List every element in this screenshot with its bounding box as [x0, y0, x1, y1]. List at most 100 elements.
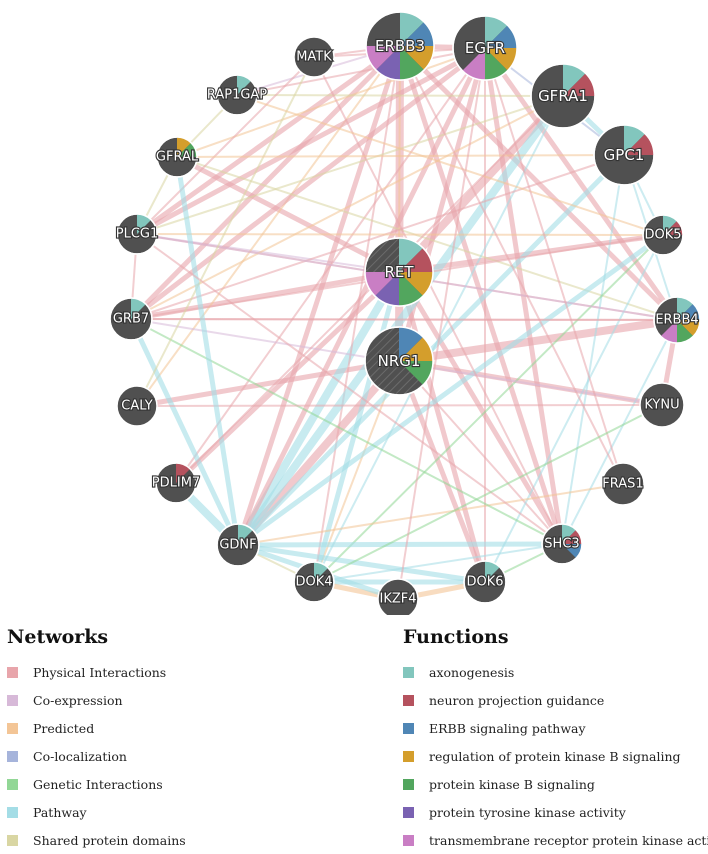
legend-item-predicted[interactable]: Predicted — [7, 714, 186, 742]
edge-erbb4-shc3[interactable] — [561, 319, 678, 545]
edge-nrg1-shc3[interactable] — [398, 360, 563, 545]
node-dok6[interactable]: DOK6 — [463, 560, 507, 604]
edge-erbb3-grb7[interactable] — [128, 43, 403, 322]
node-function-sector — [375, 46, 400, 81]
edge-gdnf-grb7[interactable] — [128, 316, 241, 548]
edge-gfra1-plcg1[interactable] — [136, 95, 564, 235]
edge-dok5-dok6[interactable] — [484, 234, 664, 583]
node-gdnf[interactable]: GDNF — [216, 523, 260, 567]
node-label: DOK4 — [295, 575, 332, 590]
legend-item-genetic-interactions[interactable]: Genetic Interactions — [7, 770, 186, 798]
node-matk[interactable]: MATK — [293, 36, 335, 78]
edge-fras1-egfr[interactable] — [484, 47, 624, 485]
legend-item-physical-interactions[interactable]: Physical Interactions — [7, 658, 186, 686]
node-circle — [601, 462, 645, 506]
edge-gpc1-grb7[interactable] — [130, 154, 625, 320]
node-egfr[interactable]: EGFR — [452, 15, 518, 81]
legend-item-transmembrane-receptor-kinase-activity[interactable]: transmembrane receptor protein kinase ac… — [403, 826, 708, 854]
edge-matk-shc3[interactable] — [313, 56, 563, 545]
edge-rap1gap-dok5[interactable] — [236, 94, 664, 236]
legend-item-erbb-signaling-pathway[interactable]: ERBB signaling pathway — [403, 714, 708, 742]
edge-dok5-plcg1[interactable] — [136, 233, 664, 236]
edge-gfra1-rap1gap[interactable] — [236, 94, 564, 97]
node-fras1[interactable]: FRAS1 — [601, 462, 645, 506]
node-function-sector — [660, 320, 677, 343]
node-erbb3[interactable]: ERBB3 — [365, 11, 435, 81]
legend-item-shared-protein-domains[interactable]: Shared protein domains — [7, 826, 186, 854]
edge-gfral-gpc1[interactable] — [176, 154, 625, 158]
node-erbb4[interactable]: ERBB4 — [653, 296, 701, 344]
edge-grb7-erbb4[interactable] — [130, 318, 678, 321]
node-function-sector — [563, 73, 595, 96]
edge-dok6-gdnf[interactable] — [235, 542, 488, 585]
edge-erbb3-plcg1[interactable] — [134, 43, 403, 237]
legend-item-pathway[interactable]: Pathway — [7, 798, 186, 826]
edge-egfr-rap1gap[interactable] — [236, 47, 486, 96]
edge-gdnf-fras1[interactable] — [237, 483, 624, 546]
node-shc3[interactable]: SHC3 — [541, 523, 583, 565]
edge-nrg1-caly[interactable] — [134, 358, 402, 409]
edge-ikzf4-egfr[interactable] — [397, 47, 486, 600]
edge-caly-matk[interactable] — [136, 56, 315, 407]
legend-label: Pathway — [33, 804, 87, 820]
node-nrg1[interactable]: NRG1 — [364, 326, 434, 396]
node-label: IKZF4 — [379, 592, 416, 607]
edge-layer — [128, 42, 681, 602]
legend-item-pkb-signaling[interactable]: protein kinase B signaling — [403, 770, 708, 798]
legend-label: Co-localization — [33, 748, 127, 764]
node-rap1gap[interactable]: RAP1GAP — [206, 74, 268, 116]
node-function-sector — [400, 46, 434, 71]
edge-erbb4-gfral[interactable] — [176, 156, 678, 321]
legend-item-co-expression[interactable]: Co-expression — [7, 686, 186, 714]
edge-dok4-shc3[interactable] — [313, 543, 563, 583]
node-label: ERBB4 — [655, 313, 698, 328]
node-outline — [653, 296, 701, 344]
node-circle — [377, 578, 419, 615]
edge-caly-kynu[interactable] — [136, 404, 663, 407]
edge-gfra1-gdnf[interactable] — [234, 92, 567, 549]
edge-ret-gfra1[interactable] — [395, 92, 567, 276]
edge-egfr-gfral[interactable] — [176, 47, 486, 158]
edge-gdnf-dok5[interactable] — [235, 232, 666, 548]
node-dok4[interactable]: DOK4 — [293, 561, 335, 603]
legend-label: regulation of protein kinase B signaling — [429, 748, 681, 764]
node-grb7[interactable]: GRB7 — [109, 297, 153, 341]
edge-gfral-gdnf[interactable] — [174, 154, 241, 548]
node-function-sector — [677, 303, 700, 320]
edge-fras1-erbb3[interactable] — [399, 45, 624, 485]
edge-erbb3-gdnf[interactable] — [235, 43, 403, 548]
edge-egfr-erbb4[interactable] — [482, 45, 680, 323]
node-ikzf4[interactable]: IKZF4 — [377, 578, 419, 615]
edge-erbb3-dok4[interactable] — [313, 45, 401, 583]
legend-label: Genetic Interactions — [33, 776, 163, 792]
edge-ret-gdnf[interactable] — [234, 268, 403, 549]
edge-grb7-shc3[interactable] — [130, 318, 563, 545]
node-plcg1[interactable]: PLCG1 — [115, 213, 159, 255]
legend-item-co-localization[interactable]: Co-localization — [7, 742, 186, 770]
legend-item-protein-tyrosine-kinase-activity[interactable]: protein tyrosine kinase activity — [403, 798, 708, 826]
edge-ret-pdlim7[interactable] — [173, 269, 402, 486]
legend-swatch — [7, 666, 18, 678]
legend-item-neuron-projection-guidance[interactable]: neuron projection guidance — [403, 686, 708, 714]
legend-item-axonogenesis[interactable]: axonogenesis — [403, 658, 708, 686]
legend-swatch — [403, 722, 414, 734]
node-gfral[interactable]: GFRAL — [155, 136, 200, 178]
node-label: RET — [384, 263, 414, 281]
edge-matk-plcg1[interactable] — [136, 56, 315, 235]
edge-egfr-plcg1[interactable] — [134, 45, 488, 237]
edge-ret-dok6[interactable] — [396, 269, 488, 585]
node-function-sector — [485, 16, 508, 48]
node-kynu[interactable]: KYNU — [639, 382, 685, 428]
edge-gdnf-shc3[interactable] — [235, 541, 565, 548]
node-label: GDNF — [219, 538, 256, 553]
node-caly[interactable]: CALY — [116, 385, 158, 427]
node-gfra1[interactable]: GFRA1 — [530, 63, 596, 129]
legend-item-regulation-pkb-signaling[interactable]: regulation of protein kinase B signaling — [403, 742, 708, 770]
node-gpc1[interactable]: GPC1 — [593, 124, 655, 186]
node-label: PLCG1 — [116, 227, 159, 242]
node-function-sector — [663, 220, 683, 235]
edge-kynu-dok4[interactable] — [313, 404, 663, 583]
node-ret[interactable]: RET — [364, 237, 434, 307]
node-pdlim7[interactable]: PDLIM7 — [151, 462, 201, 504]
node-dok5[interactable]: DOK5 — [642, 214, 684, 256]
